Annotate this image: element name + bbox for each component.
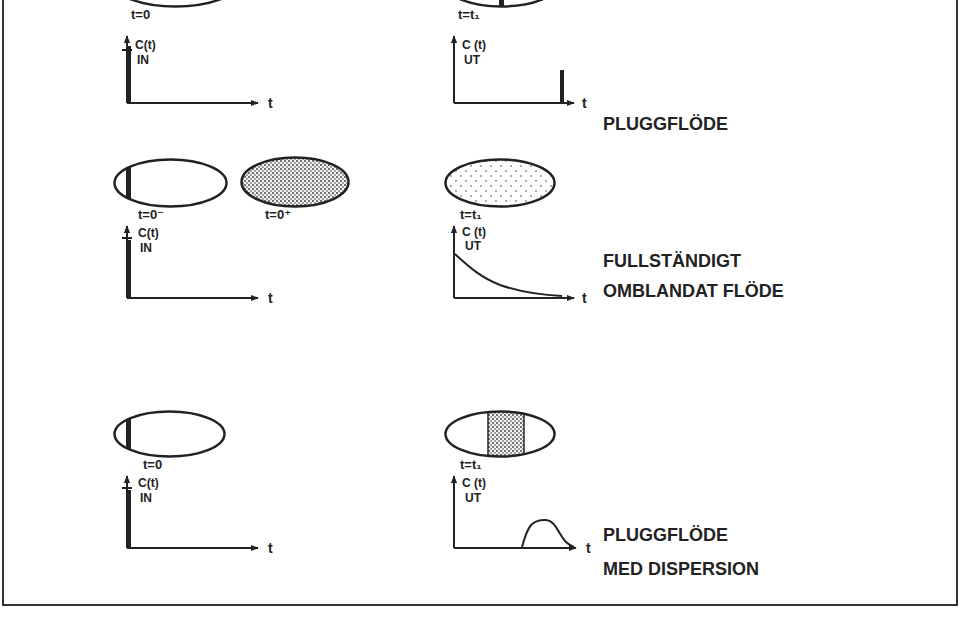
graph-label: UT: [465, 491, 481, 505]
input-graph: [122, 476, 258, 548]
vessel-outline: [113, 158, 228, 208]
flow-type-title: PLUGGFLÖDE MED DISPERSION: [603, 518, 765, 586]
vessel-fill: [115, 160, 227, 207]
tracer-band: [488, 410, 524, 458]
axis: [127, 297, 258, 299]
vessel-border: [115, 0, 237, 7]
graph-label: C (t): [462, 476, 486, 490]
axis-label: t: [582, 95, 587, 111]
vessel: t=0⁺: [240, 156, 350, 208]
axis: [453, 226, 455, 298]
vessel-outline: [113, 0, 238, 8]
vessel-border: [115, 412, 225, 457]
time-label: t=0: [131, 8, 150, 22]
graph-label: IN: [140, 491, 152, 505]
graph-label: IN: [140, 241, 152, 255]
output-graph: [454, 36, 574, 103]
output-graph: [454, 226, 574, 298]
axis: [454, 297, 574, 299]
band-edge: [523, 410, 525, 458]
time-label: t=0⁺: [265, 208, 291, 222]
axis-label: t: [582, 290, 587, 306]
tick: [122, 487, 132, 489]
vessel-outline: [113, 410, 226, 458]
output-graph: [454, 476, 576, 548]
graph-label: UT: [464, 53, 480, 67]
vessel-outline: [444, 0, 559, 8]
vessel-border: [446, 412, 555, 457]
dispersion-curve: [522, 520, 574, 547]
graph-label: C (t): [462, 38, 486, 52]
vessel: t=0⁻: [113, 158, 228, 208]
input-graph: [122, 36, 258, 103]
input-graph: [122, 226, 258, 298]
vessel-border: [446, 0, 558, 7]
time-label: t=t₁: [460, 208, 482, 222]
vessel-fill: [446, 160, 555, 207]
pulse-spike: [560, 70, 564, 103]
vessel-border: [115, 160, 227, 207]
time-label: t=0⁻: [138, 208, 164, 222]
frame: [3, 0, 957, 605]
tick: [122, 237, 132, 239]
axis-label: t: [268, 290, 273, 306]
axis: [453, 476, 455, 548]
pulse-spike: [127, 490, 131, 548]
axis-label: t: [586, 540, 591, 556]
vessel-fill: [115, 0, 237, 7]
axis: [127, 102, 258, 104]
flow-type-title: FULLSTÄNDIGT OMBLANDAT FLÖDE: [603, 246, 793, 306]
pulse-spike: [127, 46, 131, 103]
tracer-plug: [127, 0, 132, 8]
vessel-outline: [240, 156, 350, 208]
vessel-border: [242, 158, 349, 207]
time-label: t=t₁: [458, 8, 480, 22]
vessel: t=0: [113, 0, 238, 8]
vessel-outline: [444, 410, 556, 458]
pulse-spike: [127, 240, 131, 298]
axis: [454, 102, 574, 104]
vessel: t=t₁: [444, 410, 556, 458]
axis: [454, 547, 576, 549]
graph-label: IN: [137, 53, 149, 67]
graph-label: C(t): [135, 38, 156, 52]
graph-label: C (t): [462, 225, 486, 239]
band-edge: [487, 410, 489, 458]
time-label: t=0: [143, 458, 162, 472]
graph-label: C(t): [138, 476, 159, 490]
axis-label: t: [268, 95, 273, 111]
decay-curve: [455, 254, 562, 296]
vessel: t=t₁: [444, 158, 556, 208]
time-label: t=t₁: [460, 458, 482, 472]
vessel: t=0: [113, 410, 226, 458]
graph-label: C(t): [138, 226, 159, 240]
axis: [127, 547, 258, 549]
vessel-border: [446, 160, 555, 207]
vessel-fill: [242, 158, 349, 207]
flow-type-title: PLUGGFLÖDE: [603, 113, 803, 135]
vessel-outline: [444, 158, 556, 208]
axis: [453, 36, 455, 103]
graph-label: UT: [465, 239, 481, 253]
axis-label: t: [268, 540, 273, 556]
vessel: t=t₁: [444, 0, 559, 8]
